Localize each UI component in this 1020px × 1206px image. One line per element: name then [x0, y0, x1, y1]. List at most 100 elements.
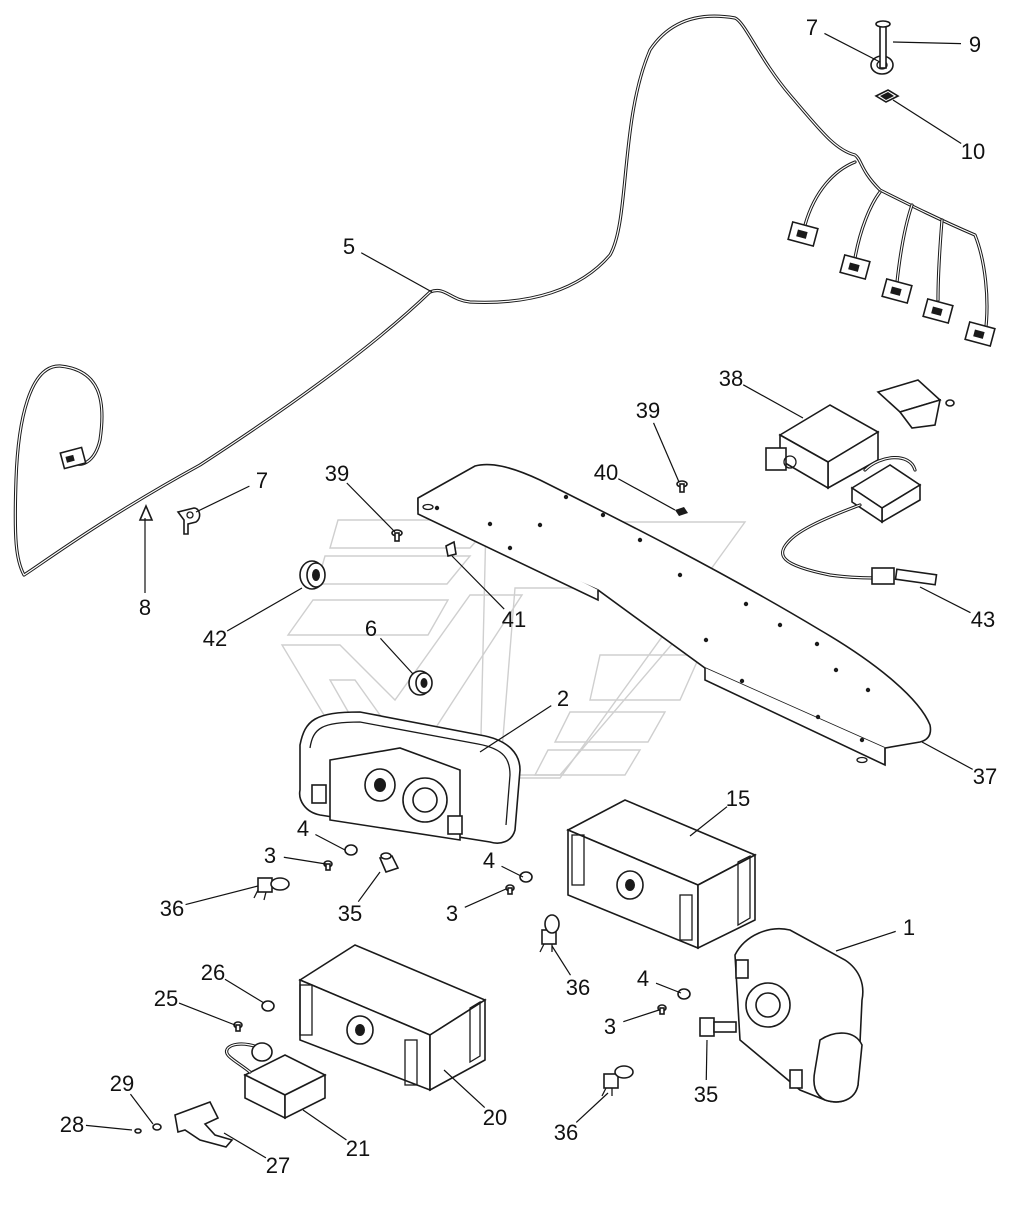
- callout-c5: 5: [343, 234, 433, 293]
- callout-label: 4: [637, 966, 649, 991]
- callout-label: 8: [139, 595, 151, 620]
- harness-connector: [964, 320, 996, 348]
- callout-c4b: 4: [483, 848, 524, 878]
- bulb-36-b: [539, 914, 560, 953]
- callout-label: 35: [694, 1082, 718, 1107]
- leader-line: [617, 478, 676, 511]
- callout-label: 9: [969, 32, 981, 57]
- callout-label: 35: [338, 901, 362, 926]
- callout-label: 27: [266, 1153, 290, 1178]
- callout-c39b: 39: [325, 461, 396, 533]
- callout-label: 28: [60, 1112, 84, 1137]
- callout-c2: 2: [479, 686, 569, 753]
- harness-connector: [922, 297, 954, 325]
- callout-c9: 9: [892, 32, 981, 57]
- callout-label: 3: [604, 1014, 616, 1039]
- callout-c43: 43: [919, 586, 995, 632]
- callout-label: 7: [256, 468, 268, 493]
- callout-c8: 8: [139, 518, 151, 620]
- callout-label: 40: [594, 460, 618, 485]
- leader-line: [178, 1002, 236, 1026]
- bulb-holder-35-b: [699, 1017, 737, 1037]
- wiring-harness-5: [13, 14, 996, 577]
- callout-c4c: 4: [637, 966, 682, 994]
- bulb-36-c: [601, 1065, 634, 1097]
- leader-line: [892, 99, 962, 144]
- screw-39-b: [676, 480, 688, 493]
- leader-line: [185, 885, 259, 906]
- leader-line: [501, 865, 524, 878]
- callout-label: 26: [201, 960, 225, 985]
- callout-c3a: 3: [264, 843, 327, 868]
- callout-c15: 15: [689, 786, 750, 837]
- harness-connector: [839, 253, 871, 281]
- control-module-38: [765, 379, 955, 490]
- callout-c40: 40: [594, 460, 676, 511]
- leader-line: [623, 1009, 660, 1023]
- clamp-7: [176, 507, 201, 535]
- callout-c36b: 36: [551, 945, 590, 1000]
- callout-c28: 28: [60, 1112, 133, 1137]
- callout-label: 36: [566, 975, 590, 1000]
- leader-line: [379, 637, 414, 675]
- callout-c7a: 7: [806, 15, 881, 63]
- harness-connector: [59, 446, 87, 470]
- leader-line: [921, 741, 973, 770]
- callout-c35a: 35: [338, 871, 381, 926]
- leader-line: [226, 587, 303, 632]
- callout-label: 4: [297, 816, 309, 841]
- callout-label: 29: [110, 1071, 134, 1096]
- harness-connector: [787, 220, 819, 248]
- leader-line: [652, 422, 680, 483]
- leader-line: [223, 1132, 267, 1159]
- leader-line: [195, 485, 250, 513]
- callout-label: 36: [554, 1120, 578, 1145]
- leader-line: [346, 482, 396, 533]
- clip-40: [675, 507, 688, 516]
- leader-line: [357, 871, 381, 903]
- callout-c36a: 36: [160, 885, 259, 921]
- callout-c25: 25: [154, 986, 236, 1026]
- work-lamp-20: [298, 944, 487, 1092]
- bracket-27: [174, 1101, 234, 1148]
- callout-label: 3: [264, 843, 276, 868]
- bulb-36-a: [253, 877, 290, 901]
- leader-line: [835, 930, 896, 952]
- callout-label: 38: [719, 366, 743, 391]
- grommet-42: [299, 560, 326, 590]
- callout-c6: 6: [365, 616, 414, 675]
- callout-c7b: 7: [195, 468, 268, 513]
- leader-line: [892, 41, 962, 45]
- callout-c4a: 4: [297, 816, 346, 851]
- harness-connector: [881, 277, 913, 305]
- leader-line: [551, 945, 572, 976]
- leader-line: [464, 888, 507, 908]
- callout-label: 10: [961, 139, 985, 164]
- screw-washer-set: [233, 844, 691, 1032]
- clamp-bolt-assembly: [870, 20, 900, 103]
- headlight-1: [734, 928, 864, 1103]
- callout-label: 4: [483, 848, 495, 873]
- callout-label: 20: [483, 1105, 507, 1130]
- clip-41: [445, 540, 457, 557]
- callout-label: 21: [346, 1136, 370, 1161]
- leader-line: [479, 705, 552, 753]
- leader-line: [85, 1124, 133, 1131]
- screw-39: [391, 529, 403, 542]
- callout-label: 42: [203, 626, 227, 651]
- callout-c38: 38: [719, 366, 804, 419]
- callout-c37: 37: [921, 741, 997, 789]
- callout-label: 3: [446, 901, 458, 926]
- leader-line: [742, 384, 804, 419]
- callout-label: 5: [343, 234, 355, 259]
- leader-line: [283, 856, 327, 865]
- leader-line: [451, 555, 505, 610]
- callout-c29: 29: [110, 1071, 154, 1125]
- bulb-holder-35-a: [378, 852, 400, 873]
- leader-line: [360, 252, 433, 293]
- leader-line: [655, 982, 682, 994]
- callout-label: 25: [154, 986, 178, 1011]
- callout-c3b: 3: [446, 888, 507, 926]
